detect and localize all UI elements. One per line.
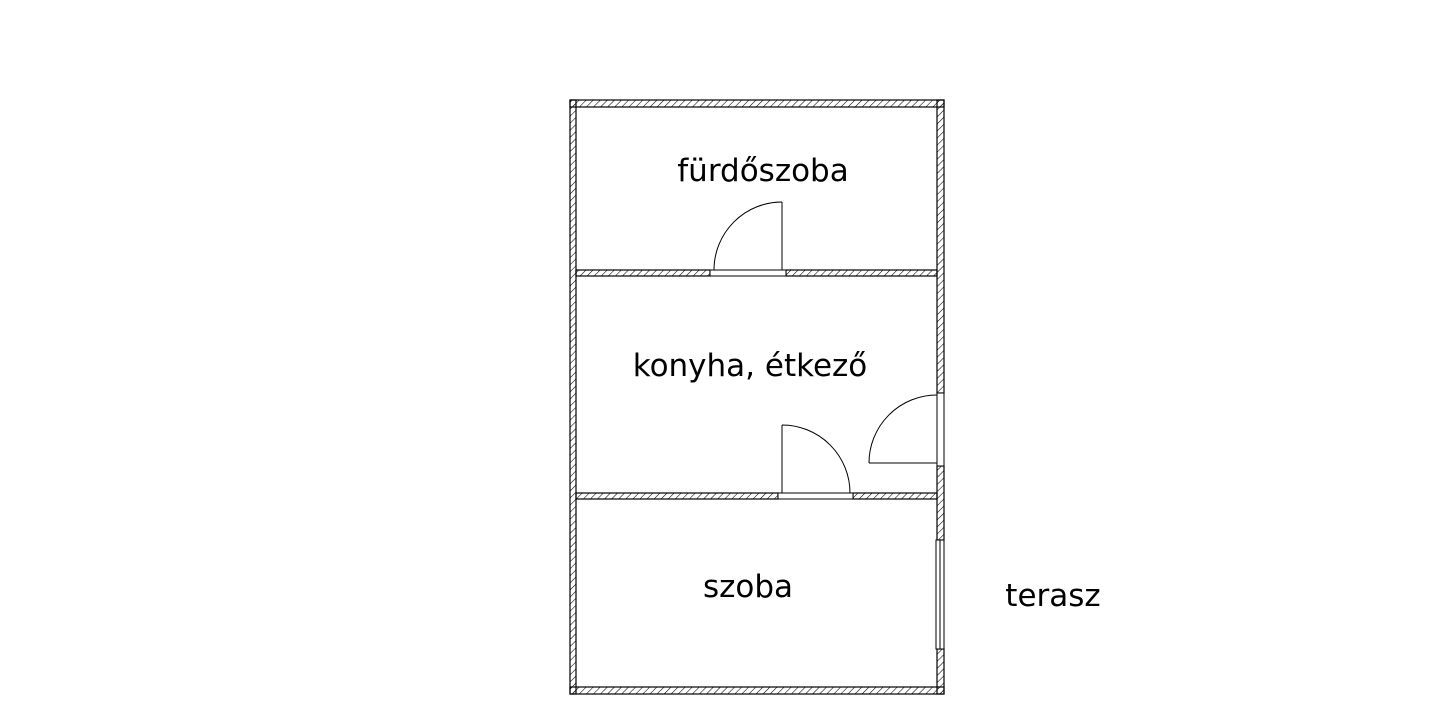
room-label-terrace: terasz (1005, 578, 1100, 614)
wall-right-lower (936, 648, 945, 695)
wall-bath-kitchen-left (575, 269, 711, 277)
wall-kitchen-room-right (852, 492, 938, 500)
door-sill (936, 392, 945, 467)
door-kitchen-room (777, 424, 854, 500)
wall-right-upper (936, 99, 945, 394)
wall-left (569, 99, 577, 695)
room-label-bathroom: fürdőszoba (677, 153, 848, 189)
interior-walls (575, 269, 938, 500)
wall-top (569, 99, 945, 108)
wall-right-middle (936, 465, 945, 541)
room-label-kitchen: konyha, étkező (633, 348, 868, 384)
room-label-room: szoba (703, 569, 793, 605)
wall-bottom (569, 686, 945, 695)
wall-kitchen-room-left (575, 492, 779, 500)
door-sill (709, 269, 787, 277)
window-room (935, 539, 945, 650)
door-bathroom (709, 201, 787, 277)
door-entrance (868, 392, 945, 467)
door-sill (777, 492, 854, 500)
wall-bath-kitchen-right (785, 269, 938, 277)
outer-walls (569, 99, 945, 695)
